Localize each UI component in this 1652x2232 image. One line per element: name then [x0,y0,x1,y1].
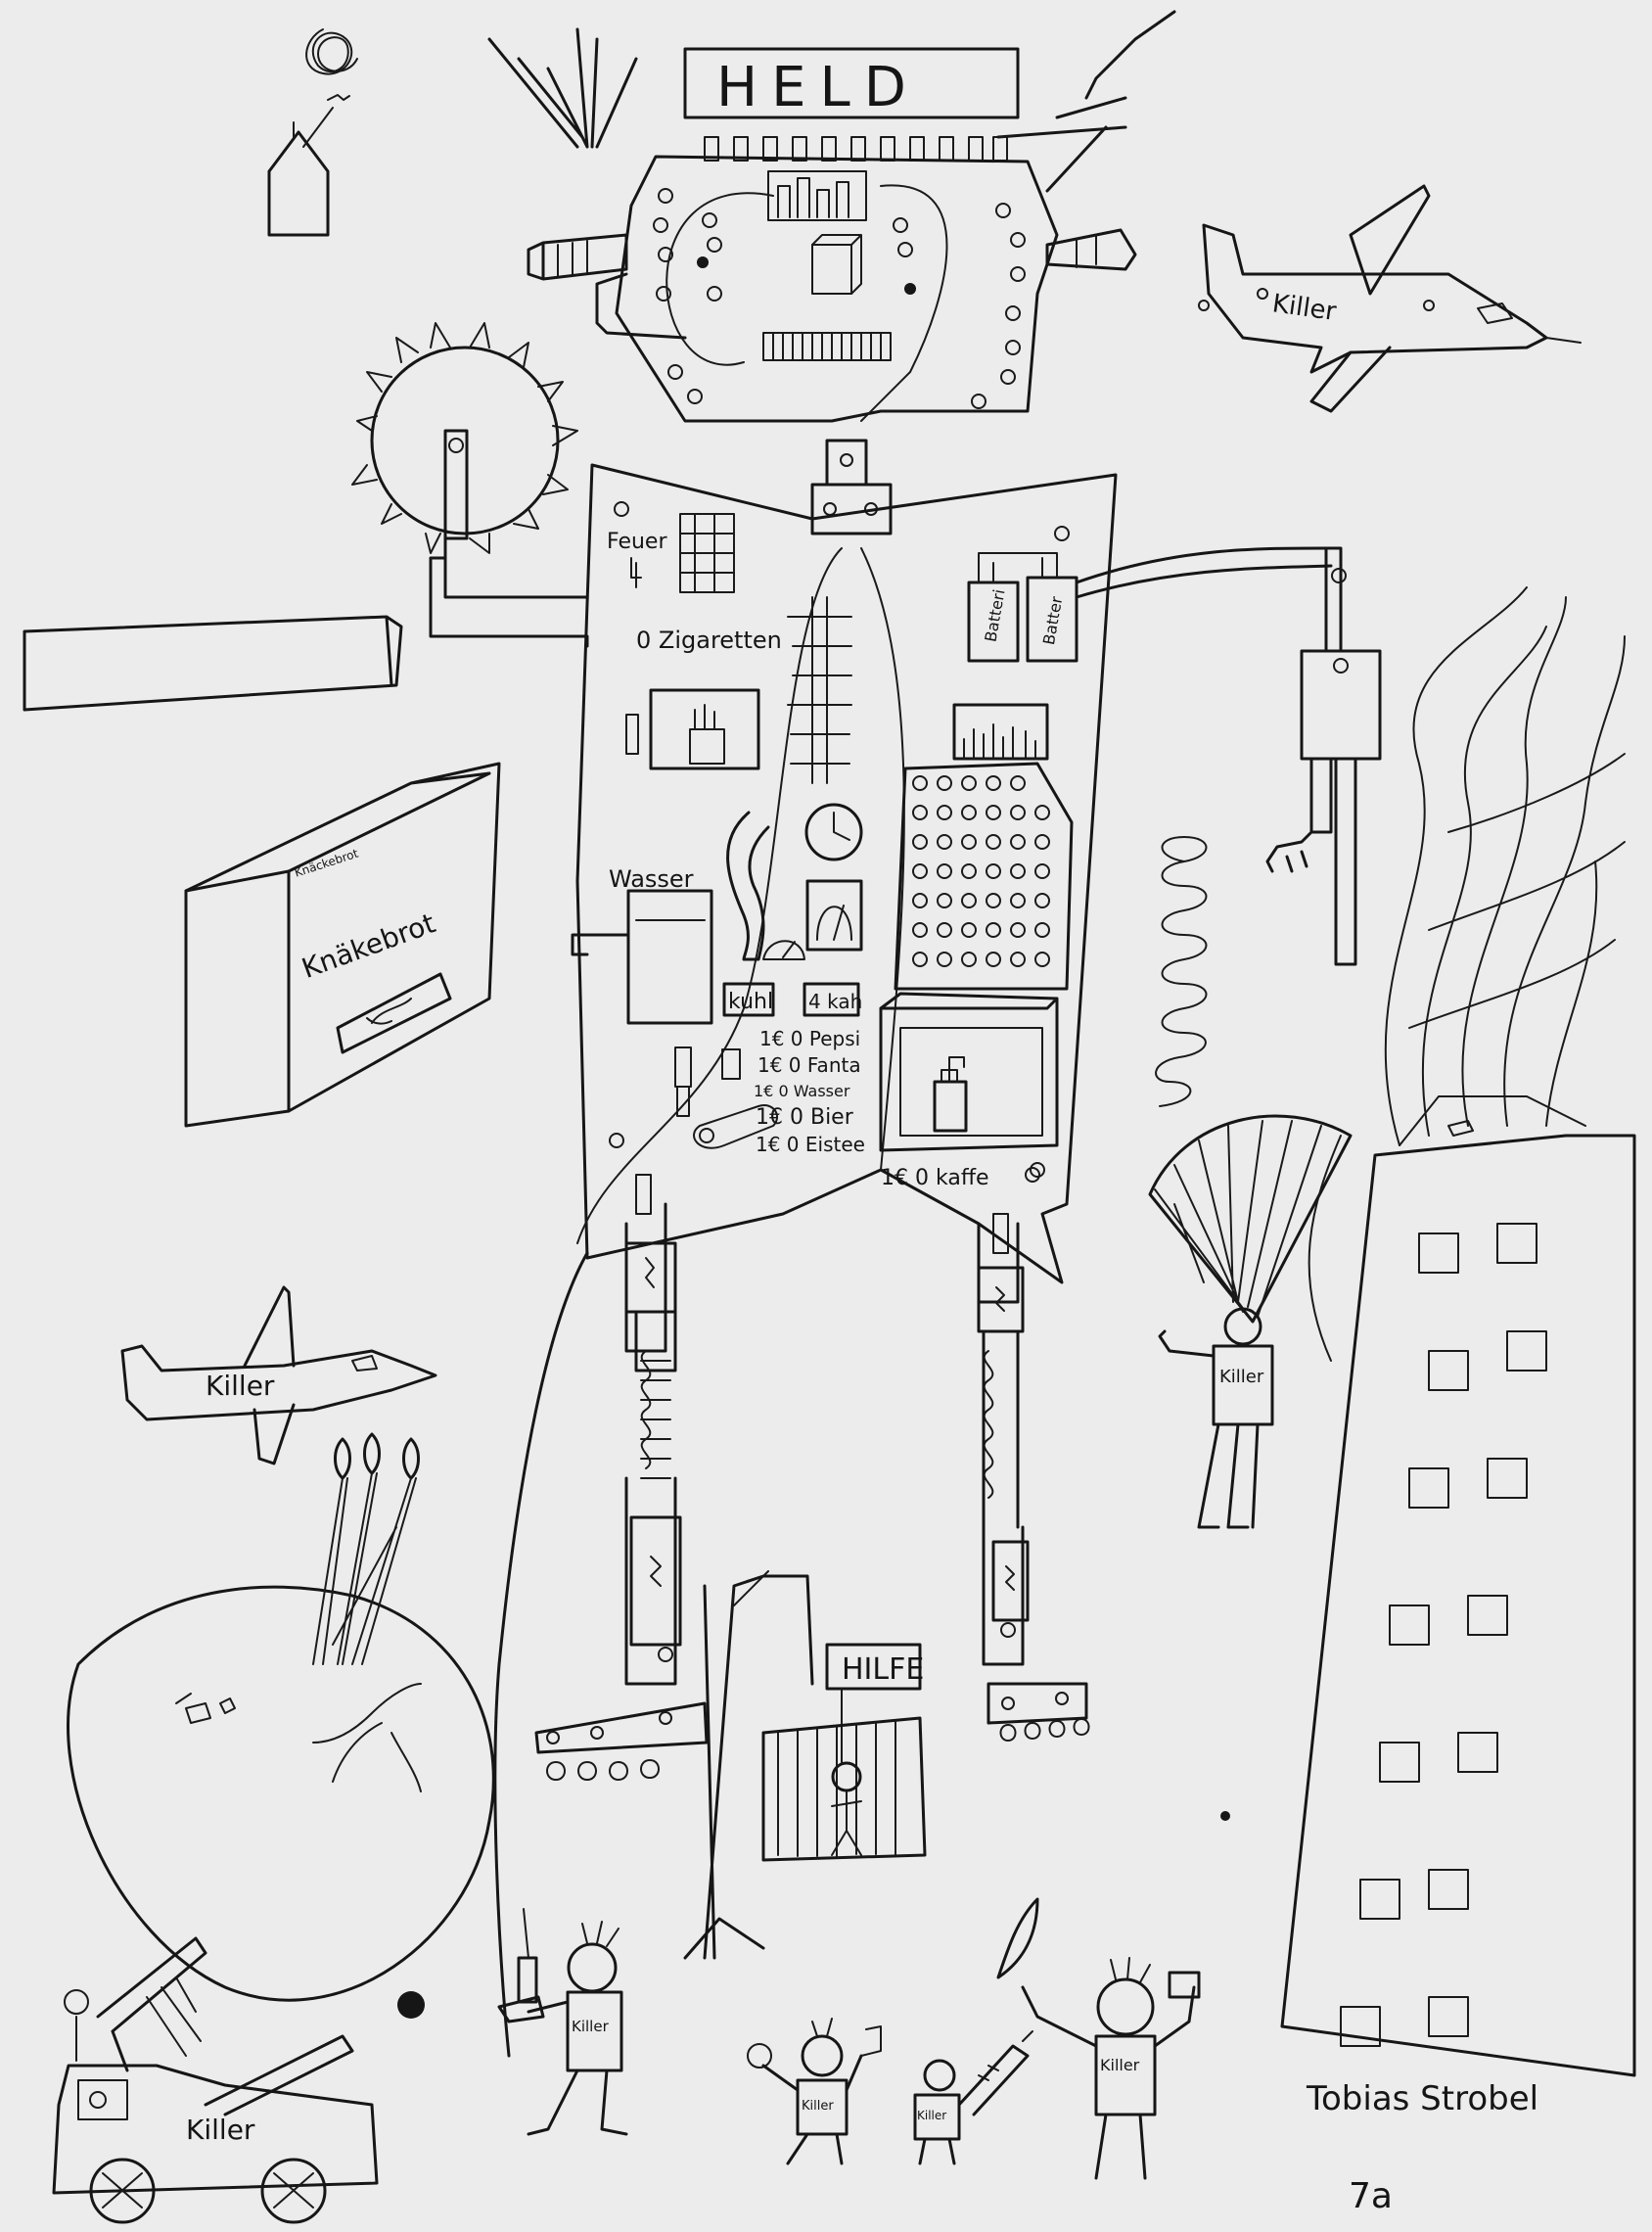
rockets-in-ground [313,1434,419,1664]
coffee-machine: 1€ 0 kaffe [881,994,1057,1190]
ink-dot [1220,1811,1230,1821]
spring-coil [1156,837,1206,1106]
bar-chart-panel [954,705,1047,759]
skyscraper [1282,1096,1634,2075]
killer-parachute-label: Killer [1219,1367,1264,1387]
drink-fanta: 1€ 0 Fanta [757,1053,861,1077]
killer-man-1: Killer [499,1909,626,2134]
water-tank: Wasser [573,865,711,1023]
scribble-cloud [306,29,357,74]
left-side-tube [495,1253,587,2056]
smoke-plume [1386,587,1625,1145]
gauges [728,805,861,959]
heizung-label: 4 kah [808,990,862,1013]
kuhl-label: kuhl [728,990,773,1014]
wooden-plank [24,617,401,710]
killer-man-3-label: Killer [917,2109,946,2122]
right-leg [979,1214,1089,1741]
killer-plane-left: Killer [122,1287,436,1464]
ink-blot [397,1991,425,2019]
robot-head [617,157,1057,421]
head-ear-cannons [528,230,1135,338]
killer-man-3: Killer [915,2031,1032,2163]
battery-label-2: Batter [1039,594,1066,646]
battery-label-1: Batteri [981,588,1008,644]
title-text: HELD [716,56,920,119]
drink-eistee: 1€ 0 Eistee [756,1133,865,1156]
fire-panel: Feuer [607,514,734,592]
wasser-label: Wasser [609,865,694,893]
signature-text: Tobias Strobel [1306,2079,1538,2118]
left-leg [536,1175,707,1780]
battery-pack: Batteri Batter [969,548,1331,661]
killer-man-4: Killer [998,1899,1199,2178]
zigaretten-label: 0 Zigaretten [636,627,782,654]
ladder-rail [788,597,851,783]
killer-man-4-label: Killer [1100,2056,1140,2074]
temperature-buttons: kuhl 4 kah [724,984,862,1015]
prison-cage [763,1718,925,1860]
hilfe-label: HILFE [842,1652,924,1687]
hilfe-sign: HILFE [827,1645,924,1762]
knackebrot-label: Knäkebrot [298,907,439,985]
knackebrot-box: Knäckebrot Knäkebrot [186,764,499,1126]
small-house [269,95,349,235]
drink-pepsi: 1€ 0 Pepsi [759,1027,860,1050]
saw-blade [352,323,587,646]
button-keypad [895,764,1072,989]
killer-man-1-label: Killer [572,2018,610,2035]
killer-man-2: Killer [748,2019,881,2163]
killer-car: Killer [54,1938,377,2222]
title-sign: HELD [685,49,1018,119]
parachute-killer: Killer [1150,1116,1351,1527]
killer-plane-left-label: Killer [206,1370,275,1402]
right-arm [1267,548,1380,964]
killer-car-label: Killer [186,2114,255,2146]
killer-plane-right: Killer [1199,186,1581,411]
killer-man-2-label: Killer [802,2099,834,2114]
kaffee-label: 1€ 0 kaffe [881,1166,989,1190]
gallows [685,1571,812,1958]
feuer-label: Feuer [607,530,667,554]
killer-plane-right-label: Killer [1270,289,1338,327]
drink-wasser: 1€ 0 Wasser [754,1082,850,1100]
cigarette-dispenser: 0 Zigaretten [626,627,782,768]
drinks-menu: 1€ 0 Pepsi 1€ 0 Fanta 1€ 0 Wasser 1€ 0 B… [675,1027,865,1156]
signature: Tobias Strobel 7a [1306,2079,1538,2216]
crater [69,1587,494,2000]
robot-neck [812,441,891,534]
head-antennas [489,12,1174,191]
robot-torso [577,465,1116,1282]
age-text: 7a [1349,2176,1393,2216]
